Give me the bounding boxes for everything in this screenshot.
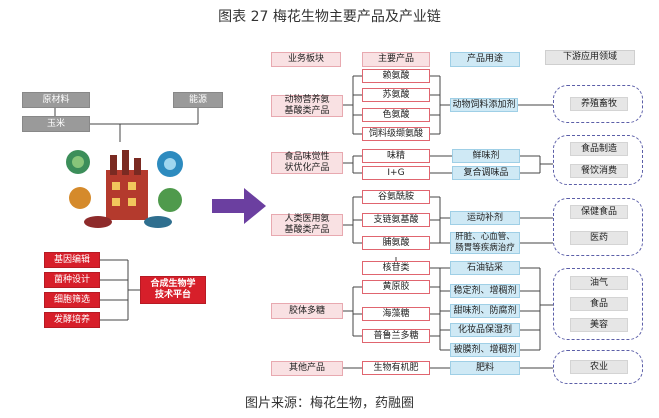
figure-title: 图表 27 梅花生物主要产品及产业链 xyxy=(218,9,441,25)
product-pullulan: 普鲁兰多糖 xyxy=(362,329,430,343)
use-coating-thickener: 被膜剂、增稠剂 xyxy=(450,343,520,357)
use-oil-drilling: 石油钻采 xyxy=(450,261,520,275)
segment-colloid-polysaccharide: 胶体多糖 xyxy=(271,303,343,319)
product-threonine: 苏氨酸 xyxy=(362,88,430,102)
energy-box: 能源 xyxy=(173,92,223,108)
segment-animal-nutrition: 动物营养氨 基酸类产品 xyxy=(271,95,343,117)
downstream-food-manufacturing: 食品制造 xyxy=(570,142,628,156)
downstream-medicine: 医药 xyxy=(570,231,628,245)
header-segment: 业务板块 xyxy=(271,52,341,67)
tech-strain-design: 菌种设计 xyxy=(44,272,100,288)
header-downstream: 下游应用领域 xyxy=(545,50,635,65)
product-proline: 脯氨酸 xyxy=(362,236,430,250)
header-use: 产品用途 xyxy=(450,52,520,67)
downstream-agriculture: 农业 xyxy=(570,360,628,374)
product-tryptophan: 色氨酸 xyxy=(362,108,430,122)
product-trehalose: 海藻糖 xyxy=(362,307,430,321)
use-fertilizer: 肥料 xyxy=(450,361,520,375)
tech-fermentation: 发酵培养 xyxy=(44,312,100,328)
product-feed-valine: 饲料级缬氨酸 xyxy=(362,127,430,141)
product-lysine: 赖氨酸 xyxy=(362,69,430,83)
use-cosmetic-moisturizer: 化妆品保湿剂 xyxy=(450,323,520,337)
product-bcaa: 支链氨基酸 xyxy=(362,213,430,227)
use-compound-seasoning: 复合调味品 xyxy=(452,166,520,180)
downstream-food: 食品 xyxy=(570,297,628,311)
segment-human-medical: 人类医用氨 基酸类产品 xyxy=(271,214,343,236)
product-msg: 味精 xyxy=(362,149,430,163)
product-glutamine: 谷氨酰胺 xyxy=(362,190,430,204)
use-umami: 鲜味剂 xyxy=(452,149,520,163)
synthetic-biology-platform: 合成生物学 技术平台 xyxy=(140,276,206,304)
raw-material-box: 原材料 xyxy=(22,92,90,108)
factory-illustration xyxy=(66,150,183,228)
downstream-oil-gas: 油气 xyxy=(570,276,628,290)
use-stabilizer-thickener: 稳定剂、增稠剂 xyxy=(450,284,520,298)
downstream-catering: 餐饮消费 xyxy=(570,164,628,178)
corn-box: 玉米 xyxy=(22,116,90,132)
flow-arrow-icon xyxy=(212,188,266,224)
product-xanthan: 黄原胶 xyxy=(362,280,430,294)
figure-source: 图片来源：梅花生物，药融圈 xyxy=(244,396,414,411)
use-sweetener-preservative: 甜味剂、防腐剂 xyxy=(450,304,520,318)
segment-food-taste: 食品味觉性 状优化产品 xyxy=(271,152,343,174)
use-feed-additive: 动物饲料添加剂 xyxy=(450,98,518,112)
downstream-health-food: 保健食品 xyxy=(570,205,628,219)
product-ig: I+G xyxy=(362,166,430,180)
segment-other: 其他产品 xyxy=(271,361,343,376)
use-disease-treatment: 肝脏、心血管、 肠胃等疾病治疗 xyxy=(450,232,520,254)
product-nucleoside: 核苷类 xyxy=(362,261,430,275)
tech-cell-screening: 细胞筛选 xyxy=(44,292,100,308)
use-sports-supplement: 运动补剂 xyxy=(450,211,520,225)
product-organic-fertilizer: 生物有机肥 xyxy=(362,361,430,375)
header-product: 主要产品 xyxy=(362,52,430,67)
tech-gene-editing: 基因编辑 xyxy=(44,252,100,268)
downstream-livestock: 养殖畜牧 xyxy=(570,97,628,111)
downstream-beauty: 美容 xyxy=(570,318,628,332)
